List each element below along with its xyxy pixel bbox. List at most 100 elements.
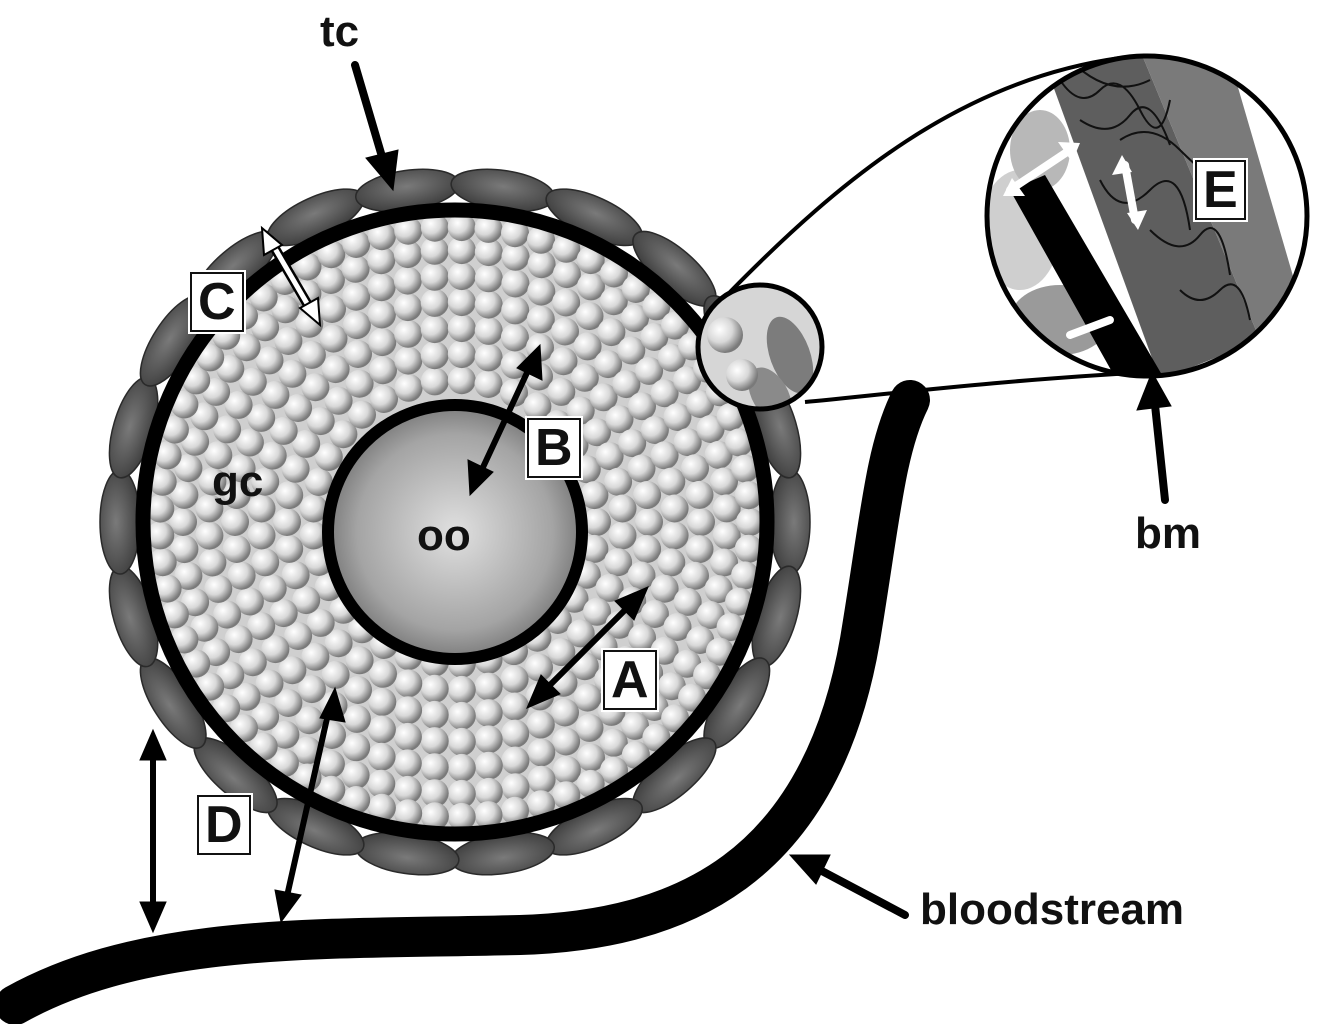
granulosa-cell <box>657 548 685 576</box>
granulosa-cell <box>501 665 529 693</box>
granulosa-cell <box>501 270 529 298</box>
granulosa-cell <box>686 481 714 509</box>
granulosa-cell <box>394 723 422 751</box>
granulosa-cell <box>273 508 301 536</box>
granulosa-cell <box>501 747 529 775</box>
granulosa-cell <box>475 370 503 398</box>
granulosa-cell <box>633 535 661 563</box>
granulosa-cell <box>248 522 276 550</box>
granulosa-cell <box>681 454 709 482</box>
granulosa-cell <box>475 699 503 727</box>
granulosa-cell <box>527 305 555 333</box>
granulosa-cell <box>318 295 346 323</box>
granulosa-cell <box>604 468 632 496</box>
granulosa-cell <box>551 699 579 727</box>
granulosa-cell <box>367 246 395 274</box>
granulosa-cell <box>421 727 449 755</box>
label-bloodstream: bloodstream <box>920 888 1184 932</box>
granulosa-cell <box>421 341 449 369</box>
granulosa-cell <box>320 325 348 353</box>
granulosa-cell <box>421 289 449 317</box>
granulosa-cell <box>475 673 503 701</box>
granulosa-cell <box>395 374 423 402</box>
granulosa-cell <box>275 481 303 509</box>
granulosa-cell <box>448 262 476 290</box>
granulosa-cell <box>421 263 449 291</box>
granulosa-cell <box>609 522 637 550</box>
granulosa-cell <box>368 328 396 356</box>
label-box-a: A <box>603 650 657 710</box>
granulosa-cell <box>527 711 555 739</box>
granulosa-cell <box>368 743 396 771</box>
granulosa-cell <box>501 693 529 721</box>
granulosa-cell <box>576 714 604 742</box>
granulosa-cell <box>368 716 396 744</box>
granulosa-cell <box>421 367 449 395</box>
granulosa-cell <box>553 260 581 288</box>
zoom-inset <box>980 50 1320 395</box>
granulosa-cell <box>421 753 449 781</box>
granulosa-cell <box>368 688 396 716</box>
granulosa-cell <box>251 548 279 576</box>
granulosa-cell <box>661 495 689 523</box>
granulosa-cell <box>394 267 422 295</box>
granulosa-cell <box>369 660 397 688</box>
granulosa-cell <box>552 728 580 756</box>
granulosa-cell <box>553 756 581 784</box>
granulosa-cell <box>394 749 422 777</box>
granulosa-cell <box>528 766 556 794</box>
granulosa-cell <box>448 676 476 704</box>
granulosa-cell <box>394 347 422 375</box>
granulosa-cell <box>369 356 397 384</box>
granulosa-cell <box>448 288 476 316</box>
label-box-d: D <box>197 795 251 855</box>
granulosa-cell <box>367 770 395 798</box>
granulosa-cell <box>475 725 503 753</box>
granulosa-cell <box>501 296 529 324</box>
granulosa-cell <box>421 315 449 343</box>
granulosa-cell <box>604 548 632 576</box>
theca-cell <box>770 470 810 574</box>
granulosa-cell <box>368 301 396 329</box>
label-tc: tc <box>320 10 359 54</box>
granulosa-cell <box>448 754 476 782</box>
granulosa-cell <box>448 314 476 342</box>
granulosa-cell <box>342 255 370 283</box>
granulosa-cell <box>448 702 476 730</box>
granulosa-cell <box>421 675 449 703</box>
granulosa-cell <box>346 370 374 398</box>
granulosa-cell <box>394 293 422 321</box>
label-box-c: C <box>190 272 244 332</box>
granulosa-cell <box>475 317 503 345</box>
granulosa-cell <box>448 728 476 756</box>
granulosa-cell <box>370 385 398 413</box>
granulosa-cell <box>275 535 303 563</box>
granulosa-cell <box>527 278 555 306</box>
granulosa-cell <box>661 522 689 550</box>
granulosa-cell <box>528 250 556 278</box>
granulosa-cell <box>475 291 503 319</box>
granulosa-cell <box>681 562 709 590</box>
granulosa-cell <box>527 738 555 766</box>
granulosa-cell <box>609 495 637 523</box>
granulosa-cell <box>342 733 370 761</box>
granulosa-cell <box>343 705 371 733</box>
granulosa-cell <box>421 701 449 729</box>
label-box-e: E <box>1195 160 1246 220</box>
label-bm: bm <box>1135 512 1201 556</box>
granulosa-cell <box>475 343 503 371</box>
label-gc: gc <box>212 460 263 504</box>
granulosa-cell <box>635 508 663 536</box>
granulosa-cell <box>342 761 370 789</box>
magnifier-line-lower <box>805 372 1150 402</box>
granulosa-cell <box>448 366 476 394</box>
granulosa-cell <box>394 669 422 697</box>
granulosa-cell <box>221 508 249 536</box>
granulosa-cell <box>448 340 476 368</box>
granulosa-cell <box>633 481 661 509</box>
granulosa-cell <box>475 752 503 780</box>
granulosa-cell <box>687 508 715 536</box>
granulosa-cell <box>501 720 529 748</box>
label-box-b: B <box>527 418 581 478</box>
granulosa-cell <box>552 289 580 317</box>
